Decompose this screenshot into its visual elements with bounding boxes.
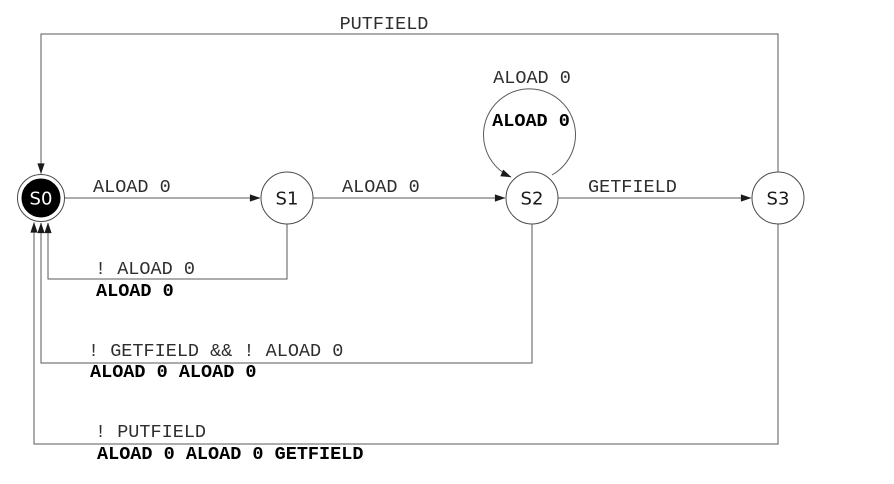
edge-s3-to-s0-bottom (30, 221, 779, 445)
state-s1: S1 (260, 171, 314, 225)
edge-s3-to-s0-putfield (37, 33, 779, 175)
edge-guard-putfield-top: PUTFIELD (340, 14, 429, 35)
edge-action-s1-s0: ALOAD 0 (96, 281, 174, 302)
state-s2-label: S2 (521, 189, 544, 210)
state-s1-label: S1 (276, 189, 299, 210)
edge-guard-s2-s0: ! GETFIELD && ! ALOAD 0 (88, 341, 343, 362)
state-s0: S0 (17, 174, 65, 222)
edge-guard-s1-s0: ! ALOAD 0 (95, 259, 195, 280)
state-s3-circle (751, 171, 805, 225)
edge-guard-s0-s1: ALOAD 0 (93, 177, 171, 198)
state-s3: S3 (751, 171, 805, 225)
state-s0-label: S0 (30, 189, 53, 210)
edge-s1-to-s0 (44, 222, 288, 280)
state-s2-circle (505, 171, 559, 225)
edge-s2-to-s0 (37, 222, 533, 364)
edge-guard-s2-self: ALOAD 0 (493, 68, 571, 89)
edge-action-s2-self: ALOAD 0 (492, 111, 570, 132)
state-s0-core (21, 178, 61, 218)
edge-guard-s3-s0-bottom: ! PUTFIELD (95, 422, 206, 443)
state-s1-circle (260, 171, 314, 225)
edge-guard-s1-s2: ALOAD 0 (342, 177, 420, 198)
state-s3-label: S3 (767, 189, 790, 210)
edge-action-s2-s0: ALOAD 0 ALOAD 0 (90, 362, 257, 383)
edge-guard-s2-s3: GETFIELD (588, 177, 677, 198)
state-s2: S2 (505, 171, 559, 225)
edge-s2-self-loop (483, 88, 576, 178)
edge-action-s3-s0-bottom: ALOAD 0 ALOAD 0 GETFIELD (97, 444, 363, 465)
